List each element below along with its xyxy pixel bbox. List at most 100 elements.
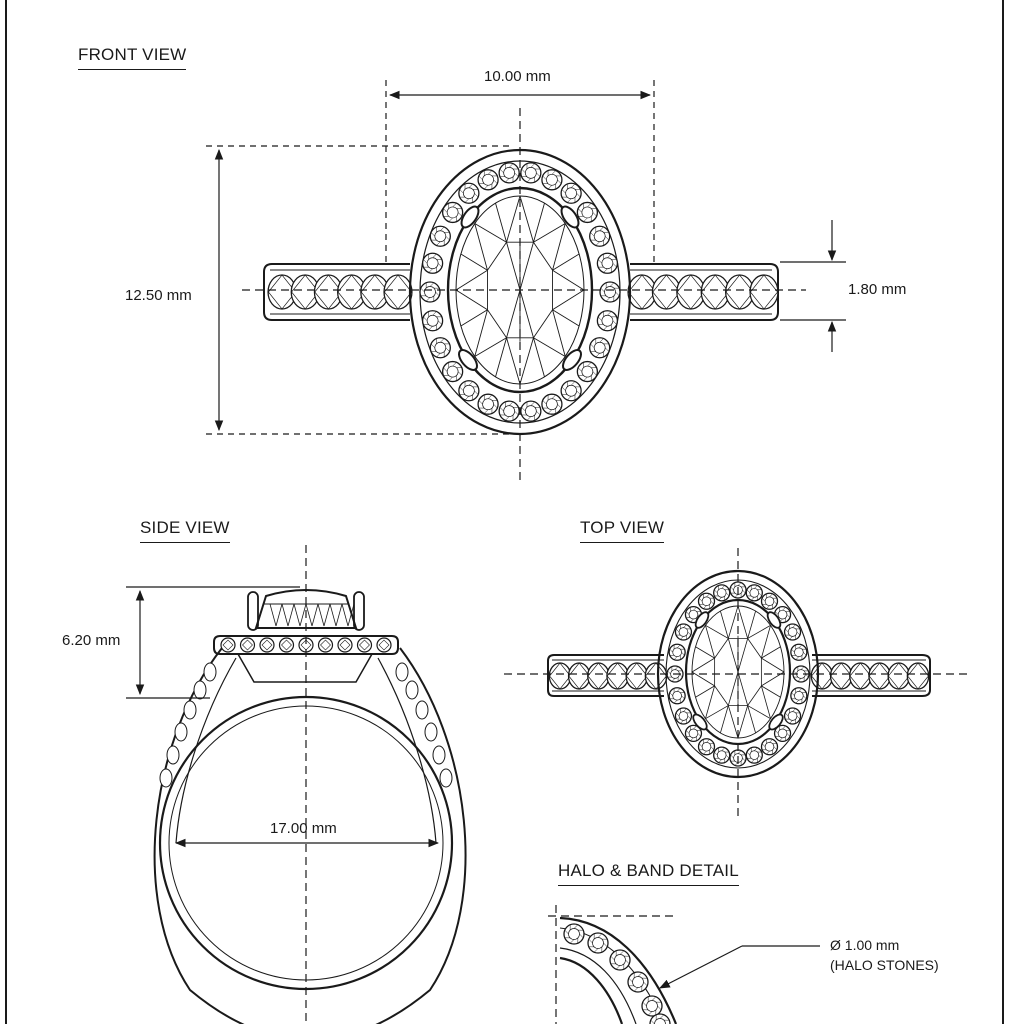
side-halo-stones bbox=[220, 637, 392, 653]
halo-stone bbox=[589, 337, 611, 359]
halo-stone bbox=[790, 643, 808, 661]
front-view-title: FRONT VIEW bbox=[78, 45, 187, 70]
band-width-dimension-label: 1.80 mm bbox=[848, 281, 907, 298]
band-stone bbox=[676, 274, 706, 310]
halo-stone bbox=[458, 380, 480, 402]
side-view-title: SIDE VIEW bbox=[140, 518, 230, 543]
halo-stone bbox=[421, 252, 444, 274]
halo-stone bbox=[441, 360, 464, 383]
top-center-facets bbox=[691, 605, 785, 739]
band-stone bbox=[887, 662, 911, 690]
detail-view-title: HALO & BAND DETAIL bbox=[558, 861, 739, 886]
halo-stone bbox=[674, 707, 693, 725]
halo-stone bbox=[477, 169, 499, 191]
band-stone bbox=[567, 662, 591, 690]
band-stone bbox=[906, 662, 930, 690]
top-view-drawing bbox=[547, 569, 931, 779]
width-dimension-label: 10.00 mm bbox=[484, 68, 551, 85]
halo-stone bbox=[429, 337, 451, 359]
halo-stone-note: (HALO STONES) bbox=[830, 957, 939, 973]
detail-halo-stones bbox=[563, 923, 671, 1024]
halo-stone bbox=[760, 738, 779, 756]
halo-stone bbox=[498, 400, 520, 422]
band-stone bbox=[383, 274, 413, 310]
halo-stone bbox=[576, 360, 599, 383]
halo-stone bbox=[498, 162, 520, 184]
profile-height-dimension-label: 6.20 mm bbox=[62, 632, 121, 649]
inner-diameter-dimension-label: 17.00 mm bbox=[270, 820, 337, 837]
front-view-drawing bbox=[263, 148, 779, 436]
detail-halo-stone bbox=[627, 971, 649, 993]
side-view-drawing bbox=[153, 589, 467, 1024]
halo-stone bbox=[458, 182, 480, 204]
halo-stone bbox=[520, 162, 542, 184]
halo-stone bbox=[596, 252, 619, 274]
halo-stone bbox=[773, 724, 792, 743]
halo-stone bbox=[599, 281, 621, 303]
halo-stone bbox=[783, 623, 802, 641]
band-stone bbox=[725, 274, 755, 310]
halo-stone bbox=[697, 738, 716, 756]
band-stone bbox=[651, 274, 681, 310]
halo-stone bbox=[477, 393, 499, 415]
halo-stone bbox=[589, 225, 611, 247]
halo-stone bbox=[560, 182, 582, 204]
height-dimension-label: 12.50 mm bbox=[125, 287, 192, 304]
top-view-title: TOP VIEW bbox=[580, 518, 665, 543]
halo-stone bbox=[429, 225, 451, 247]
halo-stone bbox=[745, 746, 763, 764]
band-stone bbox=[625, 662, 649, 690]
detail-halo-stone bbox=[641, 995, 663, 1017]
band-stone bbox=[749, 274, 779, 310]
halo-stone bbox=[674, 623, 693, 641]
halo-stone bbox=[421, 310, 444, 332]
top-band-stones bbox=[548, 662, 930, 690]
halo-stone bbox=[520, 400, 542, 422]
front-center-facets bbox=[455, 195, 585, 385]
detail-halo-stone bbox=[587, 932, 609, 954]
detail-view-drawing bbox=[548, 905, 820, 1024]
halo-stone bbox=[668, 643, 686, 661]
halo-stone bbox=[713, 584, 731, 602]
halo-stone bbox=[419, 281, 441, 303]
front-dimensions bbox=[206, 80, 846, 482]
band-stone bbox=[868, 662, 891, 690]
halo-stone-size-callout: Ø 1.00 mm bbox=[830, 937, 900, 953]
halo-stone bbox=[668, 687, 686, 705]
top-dimensions bbox=[504, 548, 972, 820]
halo-stone bbox=[441, 201, 464, 224]
halo-stone bbox=[713, 746, 731, 764]
detail-halo-stone bbox=[609, 949, 631, 971]
halo-stone bbox=[760, 592, 779, 610]
band-stone bbox=[548, 662, 572, 690]
halo-stone bbox=[576, 201, 599, 224]
band-stone bbox=[849, 662, 872, 690]
halo-stone bbox=[560, 380, 582, 402]
halo-stone bbox=[783, 707, 802, 725]
halo-stone bbox=[596, 310, 619, 332]
top-halo-stones bbox=[666, 581, 810, 767]
sheet-border bbox=[5, 0, 1004, 1024]
halo-stone bbox=[792, 665, 810, 683]
halo-stone bbox=[790, 687, 808, 705]
band-stone bbox=[829, 662, 853, 690]
band-stone bbox=[700, 274, 730, 310]
band-stone bbox=[627, 274, 657, 310]
halo-stone bbox=[541, 393, 563, 415]
side-dimensions bbox=[126, 545, 440, 1024]
halo-stone bbox=[745, 584, 763, 602]
band-stone bbox=[644, 662, 668, 690]
band-stone bbox=[587, 662, 610, 690]
halo-stone bbox=[697, 592, 716, 610]
detail-halo-stone bbox=[649, 1013, 671, 1024]
halo-stone bbox=[684, 724, 703, 743]
halo-stone bbox=[541, 169, 563, 191]
side-band-stones bbox=[159, 662, 453, 788]
front-halo-stones bbox=[419, 162, 621, 422]
side-crown-facets bbox=[269, 603, 355, 627]
front-band-stones bbox=[267, 274, 779, 310]
band-stone bbox=[606, 662, 629, 690]
detail-halo-stone bbox=[563, 923, 585, 945]
